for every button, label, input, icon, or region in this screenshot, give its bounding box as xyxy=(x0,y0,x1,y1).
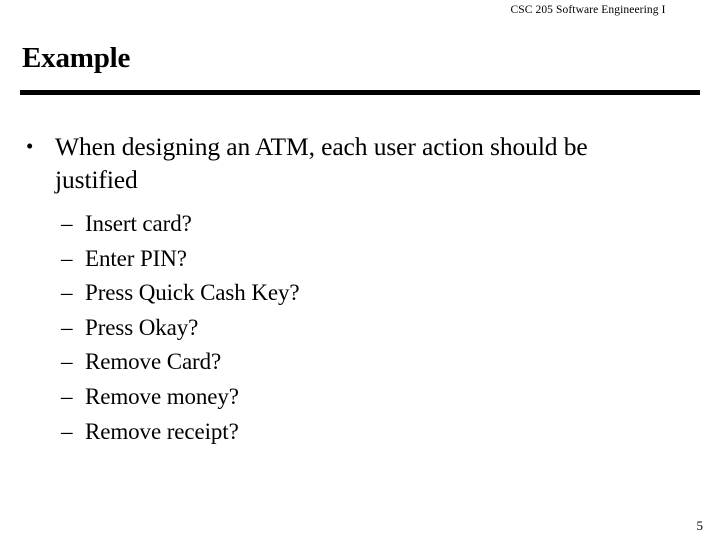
list-item: – Remove Card? xyxy=(0,345,720,380)
list-item: – Insert card? xyxy=(0,207,720,242)
dash-bullet-icon: – xyxy=(61,280,73,306)
list-item: – Remove receipt? xyxy=(0,415,720,450)
dash-bullet-icon: – xyxy=(61,245,73,271)
dash-bullet-icon: – xyxy=(61,383,73,409)
list-item-label: Remove receipt? xyxy=(85,418,239,444)
list-item-label: Press Quick Cash Key? xyxy=(85,280,300,306)
dash-bullet-icon: – xyxy=(61,314,73,340)
list-item-label: Insert card? xyxy=(85,211,192,236)
slide-body: • When designing an ATM, each user actio… xyxy=(0,130,720,449)
slide-header: CSC 205 Software Engineering I xyxy=(228,3,720,17)
sub-list: – Insert card? – Enter PIN? – Press Quic… xyxy=(0,207,720,449)
list-item: • When designing an ATM, each user actio… xyxy=(0,130,720,196)
list-item: – Press Okay? xyxy=(0,311,720,346)
page-title: Example xyxy=(22,42,131,74)
list-item: – Press Quick Cash Key? xyxy=(0,276,720,311)
list-item-label: When designing an ATM, each user action … xyxy=(55,132,588,194)
list-item: – Remove money? xyxy=(0,380,720,415)
list-item-label: Remove Card? xyxy=(85,349,222,375)
list-item-label: Remove money? xyxy=(85,383,239,409)
bullet-icon: • xyxy=(26,134,34,158)
page-number: 5 xyxy=(696,518,704,533)
dash-bullet-icon: – xyxy=(61,211,73,236)
list-item: – Enter PIN? xyxy=(0,242,720,277)
list-item-label: Enter PIN? xyxy=(85,245,187,271)
list-item-label: Press Okay? xyxy=(85,314,199,340)
title-divider-rule xyxy=(20,90,700,95)
course-title-text: CSC 205 Software Engineering I xyxy=(510,4,666,16)
dash-bullet-icon: – xyxy=(61,349,73,375)
dash-bullet-icon: – xyxy=(61,418,73,444)
